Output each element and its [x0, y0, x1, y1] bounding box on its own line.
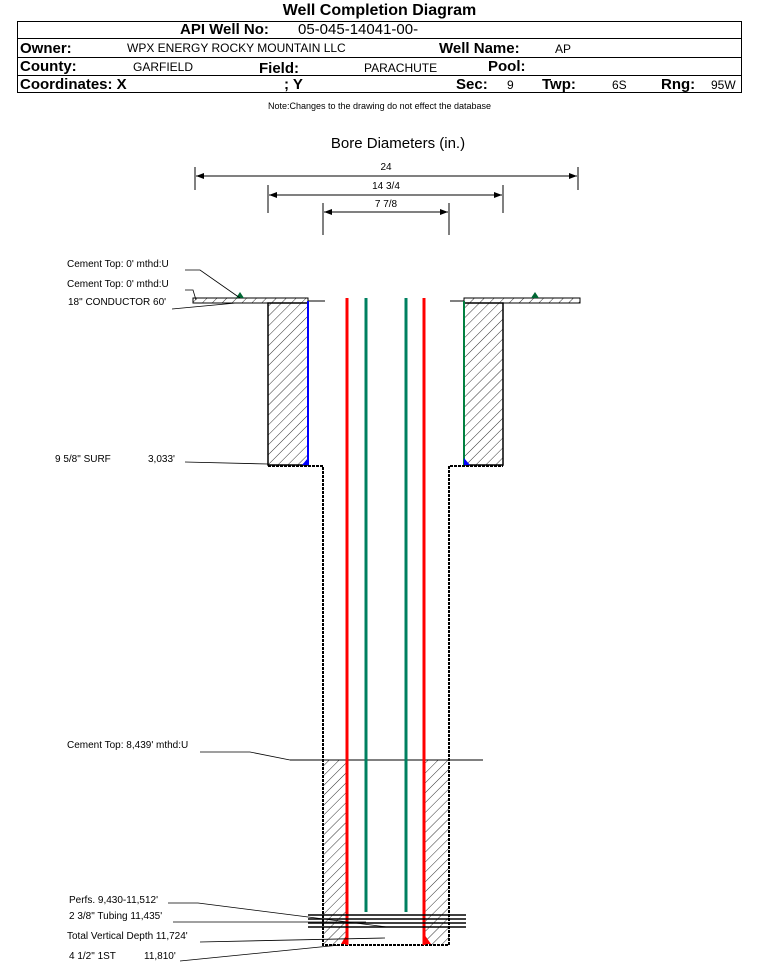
sec-label: Sec:	[456, 76, 488, 93]
tvd-label: Total Vertical Depth 11,724'	[67, 931, 188, 942]
diameter-label: 24	[380, 162, 392, 173]
conductor-label: 18" CONDUCTOR 60'	[68, 297, 166, 308]
owner-value: WPX ENERGY ROCKY MOUNTAIN LLC	[127, 41, 346, 55]
production-casing-depth: 11,810'	[144, 951, 176, 962]
perfs-label: Perfs. 9,430-11,512'	[69, 895, 158, 906]
owner-row: Owner: WPX ENERGY ROCKY MOUNTAIN LLC Wel…	[18, 38, 741, 57]
page-title: Well Completion Diagram	[282, 2, 477, 19]
diameter-label: 7 7/8	[375, 199, 398, 210]
production-cement-left	[323, 760, 347, 945]
surface-cement-left	[267, 302, 309, 466]
rng-value: 95W	[711, 78, 736, 92]
tubing-label: 2 3/8" Tubing 11,435'	[69, 911, 162, 922]
county-value: GARFIELD	[133, 60, 194, 74]
field-label: Field:	[259, 60, 299, 77]
rng-label: Rng:	[661, 76, 696, 93]
well-name-value: AP	[555, 42, 572, 56]
well-name-label: Well Name:	[439, 40, 520, 57]
surface-cement-right	[463, 302, 504, 466]
y-label: ; Y	[284, 76, 303, 93]
dimension-24: 24	[194, 162, 579, 190]
diameter-label: 14 3/4	[372, 181, 400, 192]
dimension-7-7-8: 7 7/8	[322, 199, 450, 235]
bore-title: Bore Diameters (in.)	[331, 135, 465, 152]
cement-top-label: Cement Top: 8,439' mthd:U	[67, 740, 188, 751]
cement-top-label: Cement Top: 0' mthd:U	[67, 279, 169, 290]
twp-label: Twp:	[542, 76, 576, 93]
surface-casing-label: 9 5/8" SURF	[55, 454, 111, 465]
coords-row: Coordinates: X ; Y Sec: 9 Twp: 6S Rng: 9…	[18, 75, 741, 93]
county-label: County:	[20, 58, 77, 75]
field-value: PARACHUTE	[364, 61, 438, 75]
sec-value: 9	[507, 78, 514, 92]
production-cement-right	[424, 760, 449, 945]
api-value: 05-045-14041-00-	[298, 21, 419, 38]
owner-label: Owner:	[20, 40, 72, 57]
api-label: API Well No:	[180, 21, 269, 38]
county-row: County: GARFIELD Field: PARACHUTE Pool:	[18, 57, 741, 77]
pool-label: Pool:	[488, 58, 526, 75]
cement-marker-icon	[236, 292, 244, 298]
production-casing-label: 4 1/2" 1ST	[69, 951, 116, 962]
well-header-table: API Well No: 05-045-14041-00- Owner: WPX…	[17, 21, 742, 93]
cement-marker-icon	[531, 292, 539, 298]
cement-top-label: Cement Top: 0' mthd:U	[67, 259, 169, 270]
annotations: Cement Top: 0' mthd:U Cement Top: 0' mth…	[55, 259, 388, 962]
surface-casing-depth: 3,033'	[148, 454, 175, 465]
api-row: API Well No: 05-045-14041-00-	[18, 21, 741, 38]
coords-label: Coordinates: X	[20, 76, 127, 93]
note: Note:Changes to the drawing do not effec…	[268, 101, 491, 111]
borehole-wall	[268, 465, 503, 946]
dimension-14-3-4: 14 3/4	[267, 181, 504, 213]
twp-value: 6S	[612, 78, 627, 92]
